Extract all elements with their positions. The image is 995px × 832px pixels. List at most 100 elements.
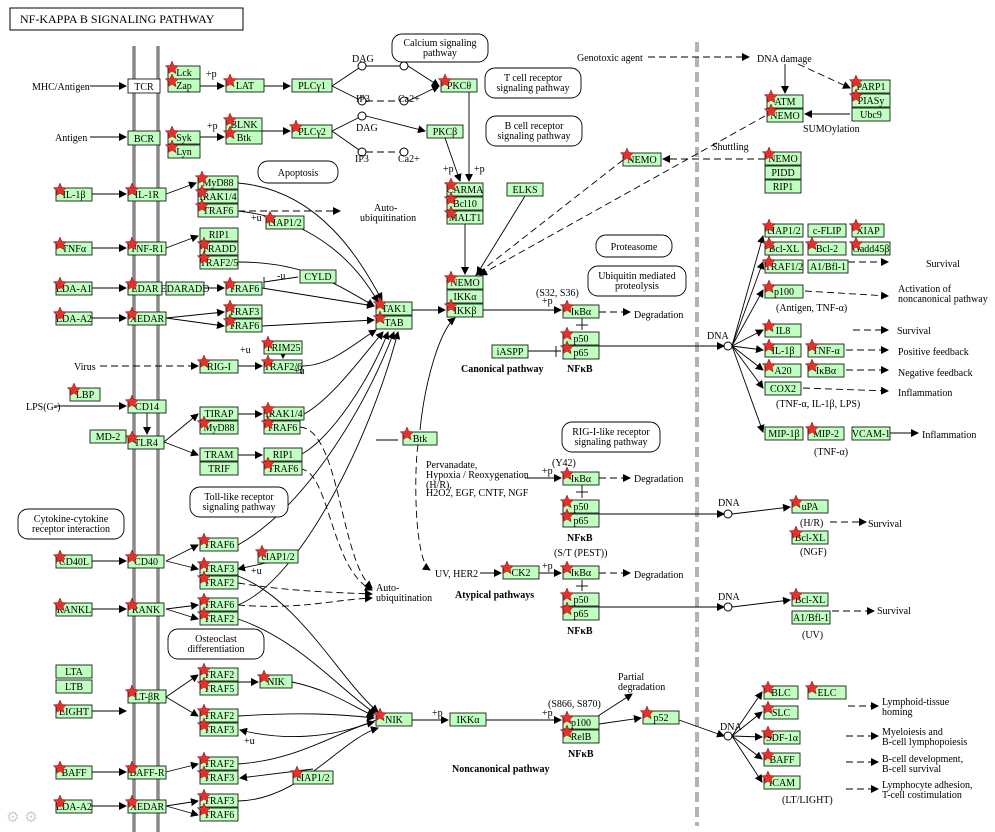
gene-box[interactable]: VCAM-1 [851, 426, 891, 441]
gene-box[interactable]: NEMO [763, 103, 804, 123]
pathway-link-box[interactable]: Proteasome [595, 234, 673, 258]
gene-box[interactable]: TRAF2/6 [260, 354, 303, 374]
gene-box[interactable]: IRAK1/4 [194, 184, 239, 204]
gene-box[interactable]: MyD88 [196, 415, 239, 435]
gene-box[interactable]: SDF-1α [760, 725, 801, 745]
gene-box[interactable]: p100 [559, 710, 600, 730]
gene-box[interactable]: XIAP [848, 218, 885, 238]
gene-box[interactable]: TRAF6 [196, 592, 239, 612]
gene-box[interactable]: IκBα [559, 466, 600, 486]
gene-box[interactable]: IκBα [804, 358, 845, 378]
gene-box[interactable]: PIASy [848, 88, 891, 108]
gene-box[interactable]: p65 [559, 601, 600, 621]
gene-box[interactable]: p50 [559, 587, 600, 607]
gene-box[interactable]: MIP-2 [804, 421, 845, 441]
gene-box[interactable]: p50 [559, 494, 600, 514]
gene-box[interactable]: Bcl-XL [788, 525, 829, 545]
gene-box[interactable]: CARMA [443, 177, 484, 197]
gene-box[interactable]: IκBα [559, 299, 600, 319]
gene-box[interactable]: BCR [127, 130, 161, 146]
gene-box[interactable]: TLR4 [124, 430, 165, 450]
gene-box[interactable]: NIK [372, 707, 413, 727]
gene-box[interactable]: PLCγ2 [288, 119, 333, 139]
gene-box[interactable]: LIGHT [52, 699, 93, 719]
gene-box[interactable]: MIP-1β [764, 426, 804, 441]
gene-box[interactable]: IL-1β [761, 338, 802, 358]
gene-box[interactable]: TRAF6 [222, 276, 263, 296]
gene-box[interactable]: ELKS [506, 182, 544, 197]
gene-box[interactable]: MALT1 [443, 205, 484, 225]
gene-box[interactable]: TRADD [196, 236, 239, 256]
gene-box[interactable]: TRAF2 [196, 703, 239, 723]
gene-box[interactable]: COX2 [764, 381, 802, 396]
gene-box[interactable]: TNFα [52, 236, 93, 256]
gene-box[interactable]: TCR [127, 78, 161, 94]
gene-box[interactable]: RelB [559, 724, 600, 744]
gene-box[interactable]: IκBα [559, 560, 600, 580]
gene-box[interactable]: Lyn [164, 139, 201, 159]
gene-box[interactable]: Btk [399, 426, 438, 446]
gene-box[interactable]: TRAF5 [196, 676, 239, 696]
gene-box[interactable]: cIAP1/2 [761, 218, 804, 238]
gene-box[interactable]: RIP1 [263, 447, 303, 462]
gene-box[interactable]: CD40 [124, 549, 165, 569]
gene-box[interactable]: p65 [559, 508, 600, 528]
gene-box[interactable]: PKCβ [426, 124, 464, 139]
gene-box[interactable]: TRAF3 [222, 299, 263, 319]
gene-box[interactable]: TRAF3 [196, 717, 239, 737]
gene-box[interactable]: BAFF [760, 747, 801, 767]
gene-box[interactable]: CD40L [52, 549, 93, 569]
gene-box[interactable]: A20 [761, 358, 802, 378]
gene-box[interactable]: IL8 [761, 318, 802, 338]
gene-box[interactable]: Syk [164, 125, 201, 145]
gene-box[interactable]: CK2 [499, 560, 540, 580]
gene-box[interactable]: A1/Bfl-1 [791, 610, 831, 625]
gene-box[interactable]: Bcl-XL [788, 587, 829, 607]
gene-box[interactable]: TRAF2 [196, 606, 239, 626]
gene-box[interactable]: iASPP [491, 344, 529, 359]
gene-box[interactable]: TAB [372, 310, 413, 330]
gene-box[interactable]: EDA-A2 [52, 794, 93, 814]
gene-box[interactable]: XEDAR [124, 794, 167, 814]
gene-box[interactable]: BAFF [52, 760, 93, 780]
gene-box[interactable]: EDA-A2 [52, 306, 93, 326]
gene-box[interactable]: Zap [164, 73, 201, 93]
gene-box[interactable]: LTB [55, 679, 93, 694]
gene-box[interactable]: TRAF6 [196, 802, 239, 822]
gene-box[interactable]: IL-1β [52, 182, 93, 202]
gene-box[interactable]: TRIF [199, 461, 239, 476]
gene-box[interactable]: uPA [788, 494, 829, 514]
gene-box[interactable]: BAFF-R [124, 760, 167, 780]
gene-box[interactable]: TRAF2 [196, 751, 239, 771]
gene-box[interactable]: RIP1 [764, 179, 802, 194]
gene-box[interactable]: XEDAR [124, 306, 167, 326]
gene-box[interactable]: IKKα [449, 712, 487, 727]
gene-box[interactable]: NEMO [443, 270, 484, 290]
gene-box[interactable]: LBP [66, 382, 101, 402]
gene-box[interactable]: TRAF2/5 [196, 250, 239, 270]
gene-box[interactable]: TRIM25 [260, 335, 303, 355]
gene-box[interactable]: TNF-R1 [124, 236, 167, 256]
gene-box[interactable]: LT-βR [124, 684, 167, 704]
gene-box[interactable]: LAT [222, 73, 265, 93]
gene-box[interactable]: IL-1R [124, 182, 167, 202]
gene-box[interactable]: EDARADD [161, 281, 210, 296]
gene-box[interactable]: EDAR [124, 276, 163, 296]
gene-box[interactable]: MyD88 [194, 170, 239, 190]
gene-box[interactable]: NEMO [761, 146, 802, 166]
gene-box[interactable]: Bcl-2 [804, 236, 847, 256]
gene-box[interactable]: TRAF6 [194, 198, 239, 218]
gene-box[interactable]: ATM [763, 89, 804, 109]
gene-box[interactable]: CD14 [124, 394, 167, 414]
gene-box[interactable]: Bcl10 [443, 191, 484, 211]
gene-box[interactable]: PLCγ1 [291, 78, 333, 93]
gene-box[interactable]: cIAP1/2 [289, 765, 334, 785]
gene-box[interactable]: SLC [760, 700, 799, 720]
gene-box[interactable]: ELC [804, 680, 847, 700]
gene-box[interactable]: PKCθ [437, 73, 478, 93]
